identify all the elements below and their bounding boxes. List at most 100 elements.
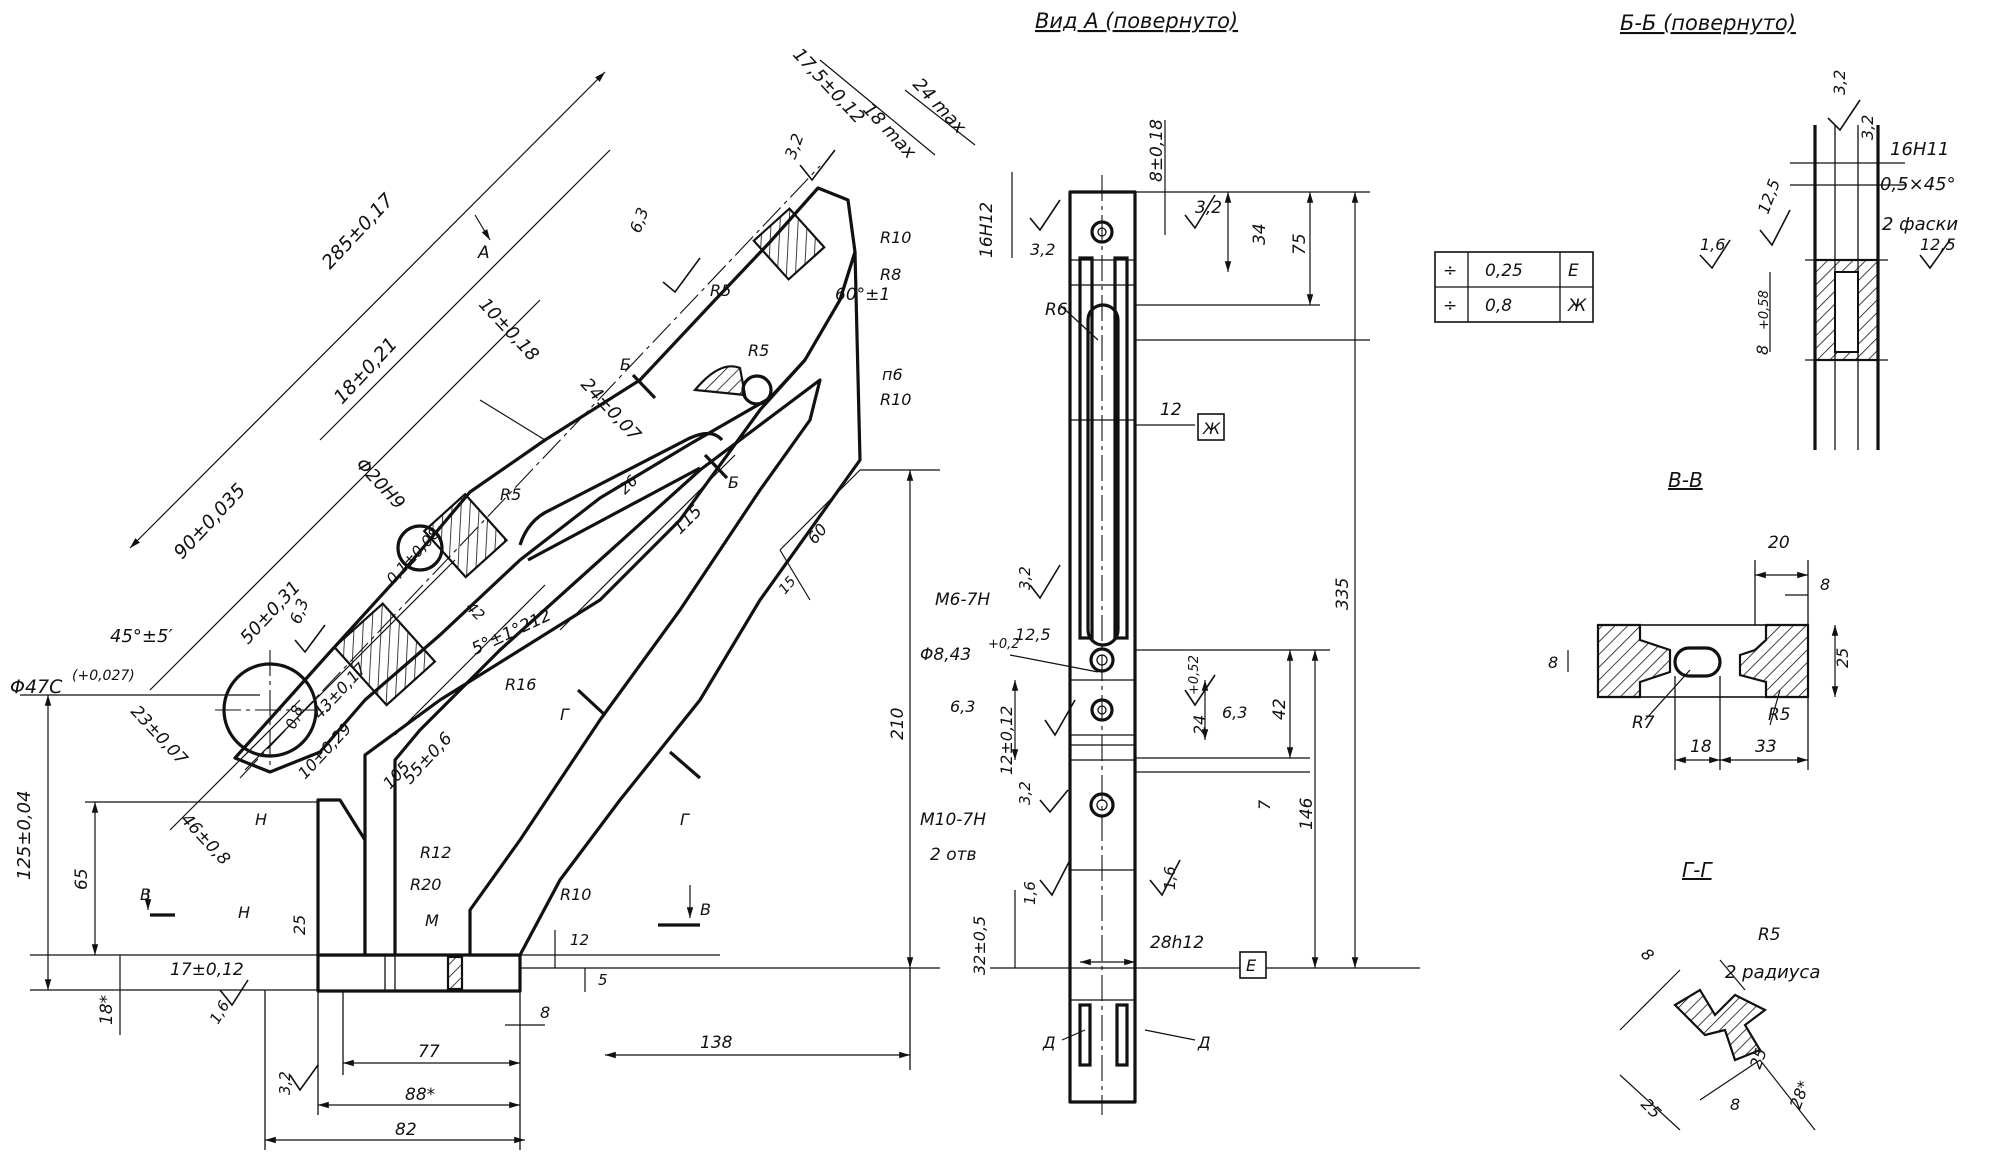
stand — [316, 798, 367, 957]
bb-chamfer: 0,5×45° — [1880, 174, 1956, 195]
gg-2rad: 2 радиуса — [1725, 962, 1820, 983]
dim-r12: R12 — [420, 843, 451, 862]
va-e: Е — [1246, 956, 1257, 975]
va-42: 42 — [1270, 698, 1290, 720]
dim-phi47-tol: (+0,027) — [72, 668, 135, 684]
vv-8a: 8 — [1820, 575, 1830, 594]
dim-h2: Н — [238, 903, 250, 922]
bb-3-2b: 3,2 — [1858, 115, 1877, 140]
dim-p6: п6 — [882, 365, 903, 384]
dim-138: 138 — [700, 1033, 733, 1053]
dim-r16: R16 — [505, 675, 536, 694]
dim-18max: 18 max — [858, 99, 920, 163]
va-3-2d: 3,2 — [1016, 781, 1034, 805]
va-146: 146 — [1297, 797, 1317, 830]
tolerance-table: ÷ ÷ 0,25 Е 0,8 Ж — [1434, 251, 1594, 323]
gg-8b: 8 — [1730, 1095, 1740, 1114]
va-34: 34 — [1250, 223, 1270, 245]
gg-25b: 25 — [1637, 1094, 1665, 1122]
dim-17: 17±0,12 — [170, 960, 244, 980]
dim-18-021: 18±0,21 — [330, 333, 402, 408]
label-sect-b2: Б — [728, 473, 739, 492]
label-sect-v1: В — [140, 885, 151, 904]
dim-r5a: R5 — [710, 281, 731, 300]
dim-25: 25 — [290, 915, 309, 935]
bb-1-6: 1,6 — [1700, 235, 1725, 254]
va-m6: М6-7Н — [935, 590, 990, 610]
dim-77: 77 — [418, 1042, 440, 1062]
va-2otv: 2 отв — [930, 845, 977, 865]
bb-2faski: 2 фаски — [1882, 214, 1958, 235]
bb-12-5b: 12,5 — [1920, 235, 1956, 254]
dim-45deg: 45°±5′ — [110, 626, 173, 647]
vv-r5: R5 — [1768, 705, 1791, 725]
dim-r8: R8 — [880, 265, 901, 284]
va-1-6a: 1,6 — [1021, 881, 1039, 905]
dim-90: 90±0,035 — [170, 479, 251, 563]
dim-18star: 18* — [97, 995, 117, 1025]
dim-m: М — [425, 911, 439, 930]
va-r6: R6 — [1045, 300, 1068, 320]
va-12: 12 — [1160, 400, 1182, 420]
dim-285: 285±0,17 — [318, 189, 399, 273]
dim-88: 88* — [405, 1085, 435, 1105]
section-bb: Б-Б (повернуто) 3,2 3,2 16Н11 0,5×45° 2 … — [1620, 11, 1958, 450]
vv-18: 18 — [1690, 737, 1712, 757]
va-24: 24 — [1190, 715, 1209, 735]
bb-12-5a: 12,5 — [1754, 176, 1784, 216]
va-zh: Ж — [1202, 419, 1221, 438]
va-12-5: 12,5 — [1015, 625, 1051, 644]
vv-33: 33 — [1755, 737, 1777, 757]
va-6-3a: 6,3 — [950, 697, 975, 716]
dim-r5c: R5 — [500, 485, 521, 504]
dim-h1: Н — [255, 810, 267, 829]
gg-r5: R5 — [1758, 925, 1781, 945]
main-view: 285±0,17 17,5±0,12 18 max 24 max 18±0,21… — [10, 44, 976, 1150]
dim-210: 210 — [888, 708, 908, 740]
label-view-a: А — [477, 243, 490, 263]
section-vv: В-В 20 8 8 25 R7 R5 18 33 — [1548, 468, 1852, 770]
va-12-012: 12±0,12 — [997, 706, 1016, 775]
label-sect-b1: Б — [620, 355, 631, 374]
tol-sym-1: ÷ — [1443, 261, 1457, 281]
dim-17-5: 17,5±0,12 — [788, 44, 868, 128]
label-sect-g2: Г — [680, 810, 690, 829]
dim-125: 125±0,04 — [14, 790, 35, 880]
view-a-title: Вид А (повернуто) — [1035, 9, 1238, 33]
section-vv-title: В-В — [1668, 468, 1703, 492]
dim-r10b: R10 — [880, 390, 911, 409]
va-3-2a: 3,2 — [1195, 198, 1222, 218]
base-plate — [316, 953, 522, 993]
va-1-6b: 1,6 — [1161, 866, 1179, 890]
dim-65: 65 — [72, 868, 92, 890]
va-phi8-tol: +0,2 — [988, 637, 1020, 652]
va-8-018: 8±0,18 — [1147, 119, 1167, 182]
vv-r7: R7 — [1632, 713, 1655, 733]
gg-8a: 8 — [1637, 944, 1658, 965]
dim-5: 5 — [598, 971, 608, 989]
va-d1: Д — [1042, 1033, 1056, 1052]
va-m10: М10-7Н — [920, 810, 986, 830]
va-28h12: 28h12 — [1150, 933, 1204, 953]
label-sect-v2: В — [700, 900, 711, 919]
dim-phi20: Φ20H9 — [351, 454, 409, 514]
rough-3-2: 3,2 — [781, 131, 808, 161]
va-phi8: Φ8,43 — [920, 645, 971, 665]
va-3-2c: 3,2 — [1016, 566, 1034, 590]
va-d2: Д — [1197, 1033, 1211, 1052]
dim-24max: 24 max — [908, 74, 970, 138]
bb-16h11: 16Н11 — [1890, 139, 1949, 160]
vv-8b: 8 — [1548, 653, 1558, 672]
dim-r10a: R10 — [880, 228, 911, 247]
dim-60deg: 60°±1 — [835, 285, 890, 305]
dim-phi47: Φ47С — [10, 676, 63, 698]
vv-25: 25 — [1833, 648, 1852, 668]
tol-sym-2: ÷ — [1443, 296, 1457, 316]
dim-46: 46±0,8 — [176, 810, 234, 870]
dim-12: 12 — [570, 931, 589, 949]
dim-82: 82 — [395, 1120, 417, 1140]
view-a: Вид А (повернуто) — [920, 9, 1420, 1115]
va-75: 75 — [1290, 233, 1310, 255]
section-gg-title: Г-Г — [1682, 858, 1713, 882]
